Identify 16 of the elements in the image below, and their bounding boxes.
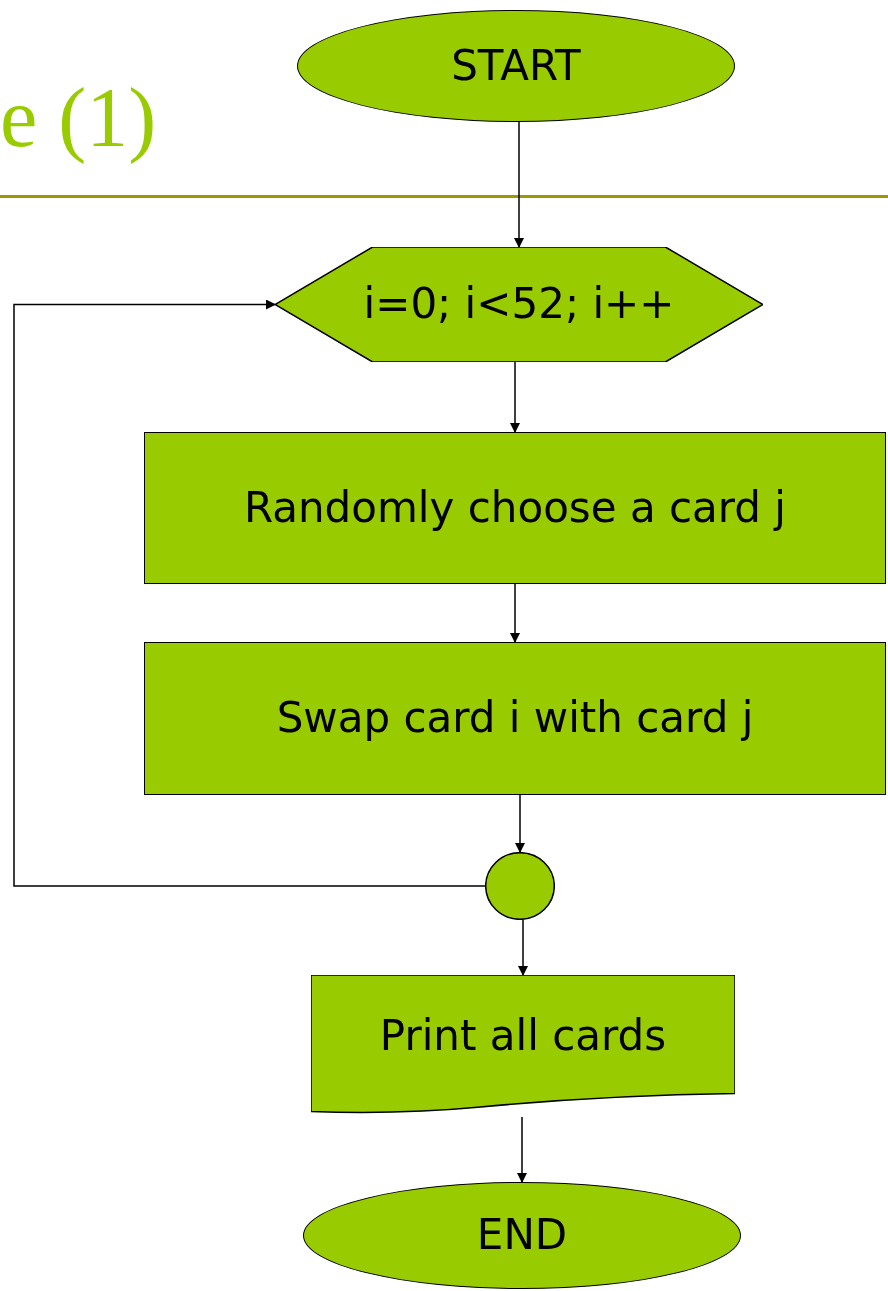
process-box [144,642,886,795]
loop-hexagon [275,247,763,362]
node-label: i=0; i<52; i++ [363,278,675,331]
node-label: Randomly choose a card j [243,481,787,534]
arrow [510,361,520,433]
process-box [144,432,886,584]
arrow [13,299,486,887]
arrow [518,919,528,976]
node-label: Swap card i with card j [276,692,754,745]
node-label: START [451,39,581,92]
arrow [517,1116,527,1183]
arrow [515,794,525,853]
node-label: END [476,1209,568,1262]
arrow [510,583,520,643]
arrow [514,121,524,248]
node-label: Print all cards [379,1009,667,1062]
